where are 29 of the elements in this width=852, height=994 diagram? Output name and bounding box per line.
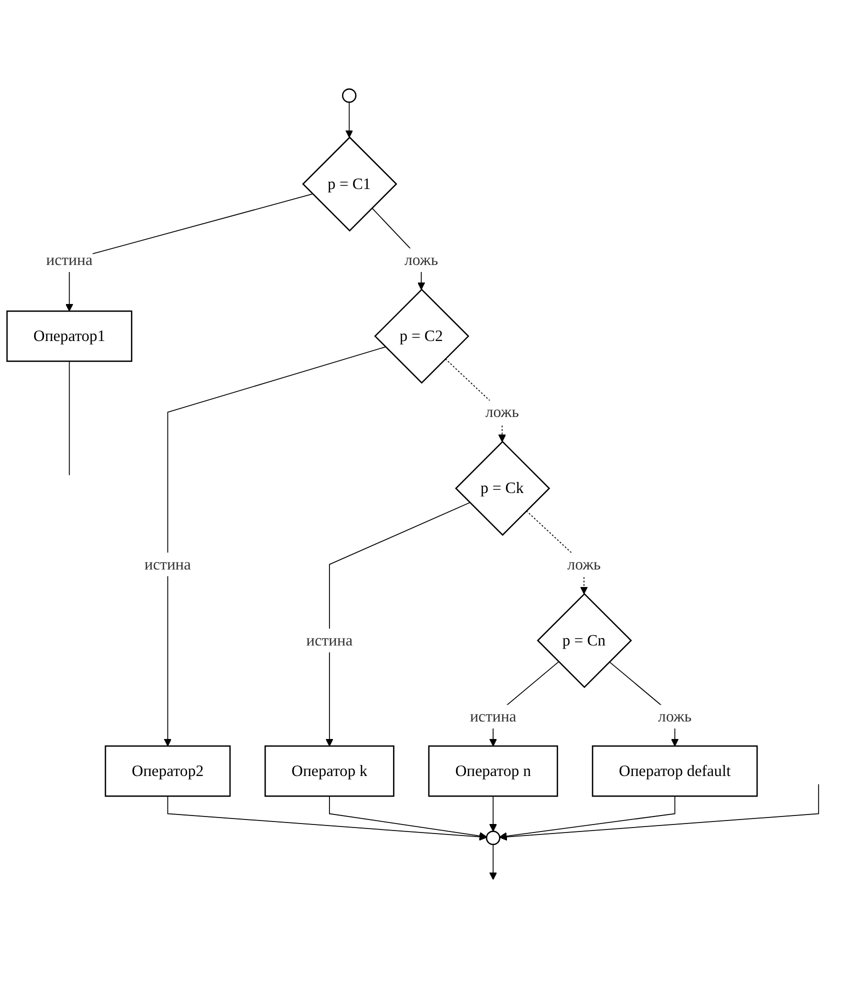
arrow: [489, 844, 497, 880]
node-diamond: p = C2: [374, 288, 470, 384]
node-box: Оператор2: [104, 744, 231, 796]
node-diamond: p = C1: [302, 136, 398, 232]
arrow: [167, 795, 487, 840]
arrow: [489, 795, 497, 832]
arrow: [499, 795, 676, 840]
node-box: Оператор k: [264, 744, 394, 796]
node-box: Оператор1: [6, 310, 132, 362]
edge-label: ложь: [485, 402, 519, 420]
node-box: Оператор default: [592, 744, 758, 796]
node-diamond: p = Ck: [455, 440, 550, 536]
edge-label: ложь: [404, 250, 438, 268]
edge-label: ложь: [567, 554, 601, 572]
edge-label: истина: [470, 706, 516, 724]
edge-label: истина: [46, 250, 92, 268]
arrow: [164, 346, 386, 746]
node-diamond: p = Cn: [536, 592, 632, 688]
connector: [68, 360, 70, 476]
edge-label: ложь: [658, 706, 692, 724]
node-circle: [486, 830, 500, 845]
arrow: [326, 502, 470, 746]
edge-label: истина: [144, 554, 191, 572]
edge-label: истина: [306, 630, 353, 648]
node-circle: [342, 88, 356, 102]
arrow: [329, 795, 487, 840]
arrow: [499, 783, 820, 840]
node-box: Оператор n: [428, 744, 558, 796]
arrow: [345, 101, 354, 138]
